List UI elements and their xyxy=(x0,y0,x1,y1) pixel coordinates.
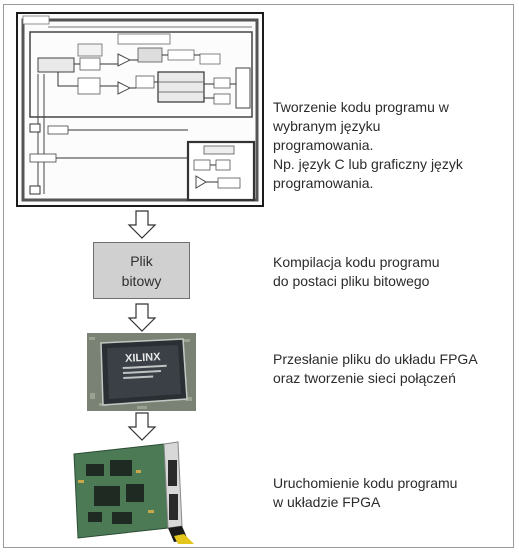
step-1-description: Tworzenie kodu programu w wybranym język… xyxy=(273,99,463,191)
down-arrow-icon xyxy=(127,210,157,239)
bitfile-box: Plik bitowy xyxy=(93,242,190,299)
down-arrow-icon xyxy=(127,412,157,441)
block-diagram-screenshot xyxy=(16,12,264,207)
chip-logo-text: XILINX xyxy=(125,351,162,365)
step-3-description: Przesłanie pliku do układu FPGA oraz two… xyxy=(273,351,478,386)
step-2-description: Kompilacja kodu programu do postaci plik… xyxy=(273,254,440,289)
fpga-chip-photo: XILINX xyxy=(87,333,196,411)
fpga-card-photo xyxy=(73,441,194,544)
down-arrow-icon xyxy=(127,303,157,332)
step-4-description: Uruchomienie kodu programu w układzie FP… xyxy=(273,475,458,510)
